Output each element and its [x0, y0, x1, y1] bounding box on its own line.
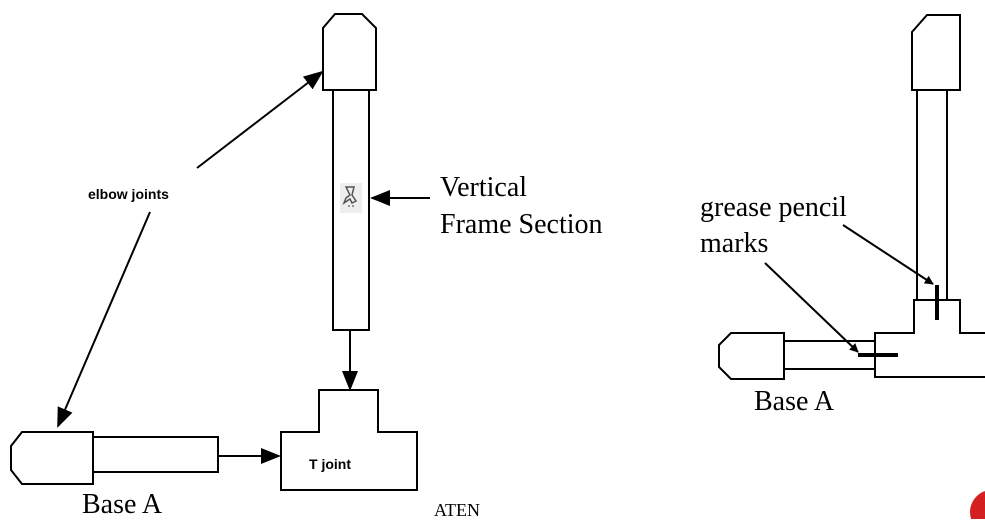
- top-elbow-joint: [322, 13, 377, 91]
- grease-pencil-label: grease pencil: [700, 192, 847, 223]
- vertical-label: Vertical: [440, 172, 527, 203]
- base-a-label-left: Base A: [82, 489, 163, 519]
- arrow-grease-horizontal: [764, 262, 859, 353]
- arrow-elbow-top: [196, 70, 324, 169]
- elbow-joints-label: elbow joints: [88, 186, 169, 202]
- aten-label: ATEN: [434, 500, 480, 519]
- corner-mark: [970, 491, 985, 524]
- t-joint-label: T joint: [309, 456, 351, 472]
- right-t-joint: [874, 299, 985, 378]
- frame-section-label: Frame Section: [440, 209, 603, 240]
- right-top-elbow-joint: [911, 14, 961, 91]
- bottom-elbow-joint: [10, 431, 94, 485]
- base-a-tube: [92, 436, 219, 473]
- arrow-grease-vertical: [842, 224, 934, 285]
- small-figure-icon: [340, 183, 362, 213]
- right-vertical-tube: [916, 89, 948, 301]
- arrow-elbow-bottom: [57, 211, 151, 428]
- t-joint: [280, 389, 418, 491]
- marks-label: marks: [700, 228, 768, 259]
- right-base-elbow-joint: [718, 332, 785, 380]
- base-a-label-right: Base A: [754, 386, 835, 417]
